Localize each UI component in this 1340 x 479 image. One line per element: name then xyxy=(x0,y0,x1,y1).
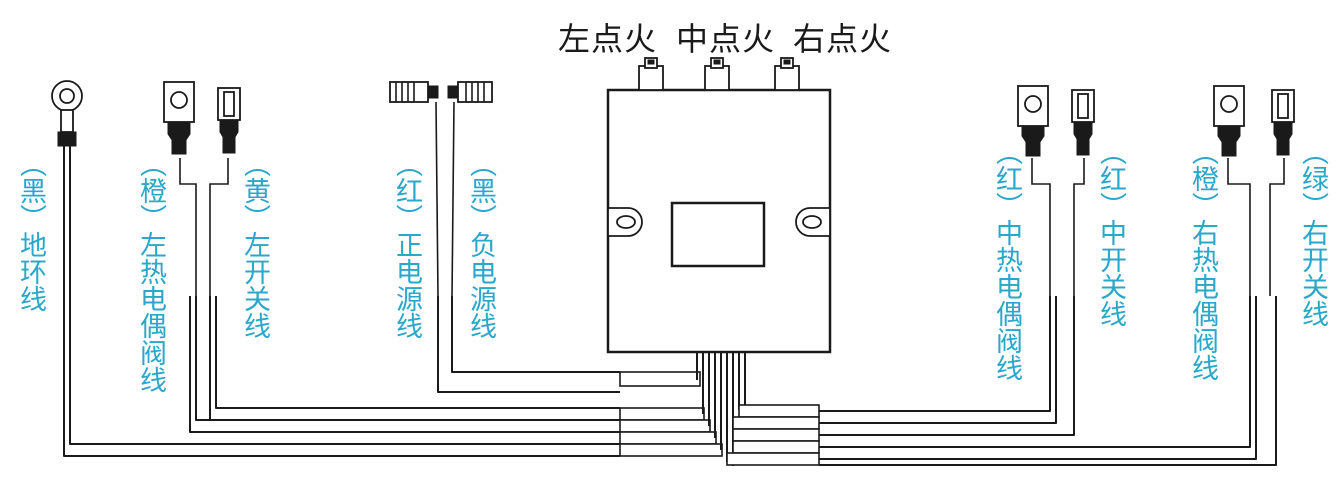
right-thermo-wire-label: （橙）右热电偶阀线 xyxy=(1187,138,1218,381)
left-switch-wire-label: （黄）左开关线 xyxy=(239,150,270,339)
left-harness xyxy=(63,146,723,457)
igniter-terminal-left xyxy=(638,57,664,91)
right-thermo-connector xyxy=(1213,85,1245,157)
power-connector-positive xyxy=(389,81,439,297)
right-switch-wire-label: （绿）右开关线 xyxy=(1297,138,1328,327)
mounting-ear-left xyxy=(607,207,643,237)
mid-switch-wire-label: （红）中开关线 xyxy=(1095,138,1126,327)
ground-ring-terminal xyxy=(51,80,83,147)
left-thermo-wire-label: （橙）左热电偶阀线 xyxy=(135,150,166,393)
ground-wire-label: （黑）地环线 xyxy=(15,150,46,312)
igniter-left-label: 左点火 xyxy=(558,20,658,58)
mounting-ear-right xyxy=(795,207,831,237)
igniter-terminal-right xyxy=(774,57,800,91)
igniter-right-label: 右点火 xyxy=(793,20,893,58)
controller-box xyxy=(606,88,832,354)
right-harness xyxy=(726,296,1277,466)
right-switch-connector xyxy=(1271,89,1295,156)
igniter-terminal-middle xyxy=(704,57,730,91)
mid-thermo-wire-label: （红）中热电偶阀线 xyxy=(991,138,1022,381)
mid-thermo-connector xyxy=(1017,85,1049,157)
power-connector-negative xyxy=(447,81,493,297)
left-thermo-connector xyxy=(163,81,195,155)
connector-leads xyxy=(179,158,1285,296)
left-switch-connector xyxy=(217,87,241,154)
igniter-middle-label: 中点火 xyxy=(676,20,776,58)
mid-switch-connector xyxy=(1071,89,1095,156)
negative-power-wire-label: （黑）负电源线 xyxy=(465,150,496,339)
positive-power-wire-label: （红）正电源线 xyxy=(391,150,422,339)
